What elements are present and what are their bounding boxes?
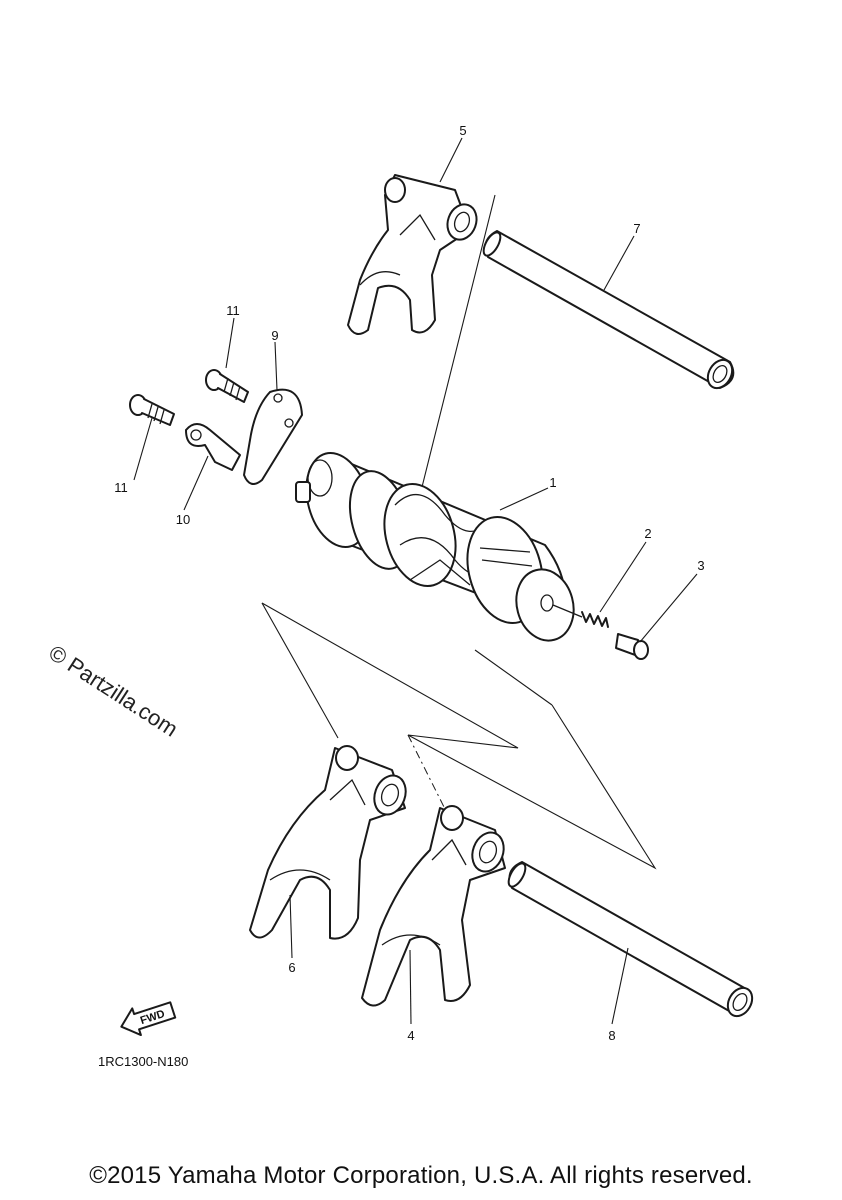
shift-drum[interactable] bbox=[295, 446, 581, 647]
callout-4: 4 bbox=[407, 1028, 414, 1043]
shift-shaft-upper[interactable] bbox=[480, 230, 737, 393]
callout-11-upper: 11 bbox=[226, 303, 240, 318]
callout-1: 1 bbox=[549, 475, 556, 490]
shift-fork-left[interactable] bbox=[249, 745, 411, 940]
copyright-notice: ©2015 Yamaha Motor Corporation, U.S.A. A… bbox=[89, 1162, 753, 1189]
callout-2: 2 bbox=[644, 526, 651, 541]
fwd-arrow-icon: FWD bbox=[120, 1001, 177, 1037]
callout-numbers: 5 7 11 9 1 11 10 2 3 6 4 8 bbox=[114, 123, 704, 1043]
diagram-code: 1RC1300-N180 bbox=[98, 1054, 188, 1069]
screw-lower[interactable] bbox=[129, 394, 175, 426]
shift-shaft-lower[interactable] bbox=[505, 861, 757, 1021]
callout-9: 9 bbox=[271, 328, 278, 343]
callout-6: 6 bbox=[288, 960, 295, 975]
callout-7: 7 bbox=[633, 221, 640, 236]
callout-8: 8 bbox=[608, 1028, 615, 1043]
callout-10: 10 bbox=[176, 512, 190, 527]
callout-leaders bbox=[133, 137, 698, 1025]
detent-spring[interactable] bbox=[552, 604, 609, 628]
callout-3: 3 bbox=[697, 558, 704, 573]
shift-fork-right[interactable] bbox=[361, 805, 509, 1007]
segment-plate[interactable] bbox=[243, 388, 303, 485]
callout-11-lower: 11 bbox=[114, 480, 128, 495]
shift-fork-upper[interactable] bbox=[347, 174, 481, 335]
stopper-lever[interactable] bbox=[185, 423, 241, 471]
screw-upper[interactable] bbox=[205, 369, 249, 403]
callout-5: 5 bbox=[459, 123, 466, 138]
